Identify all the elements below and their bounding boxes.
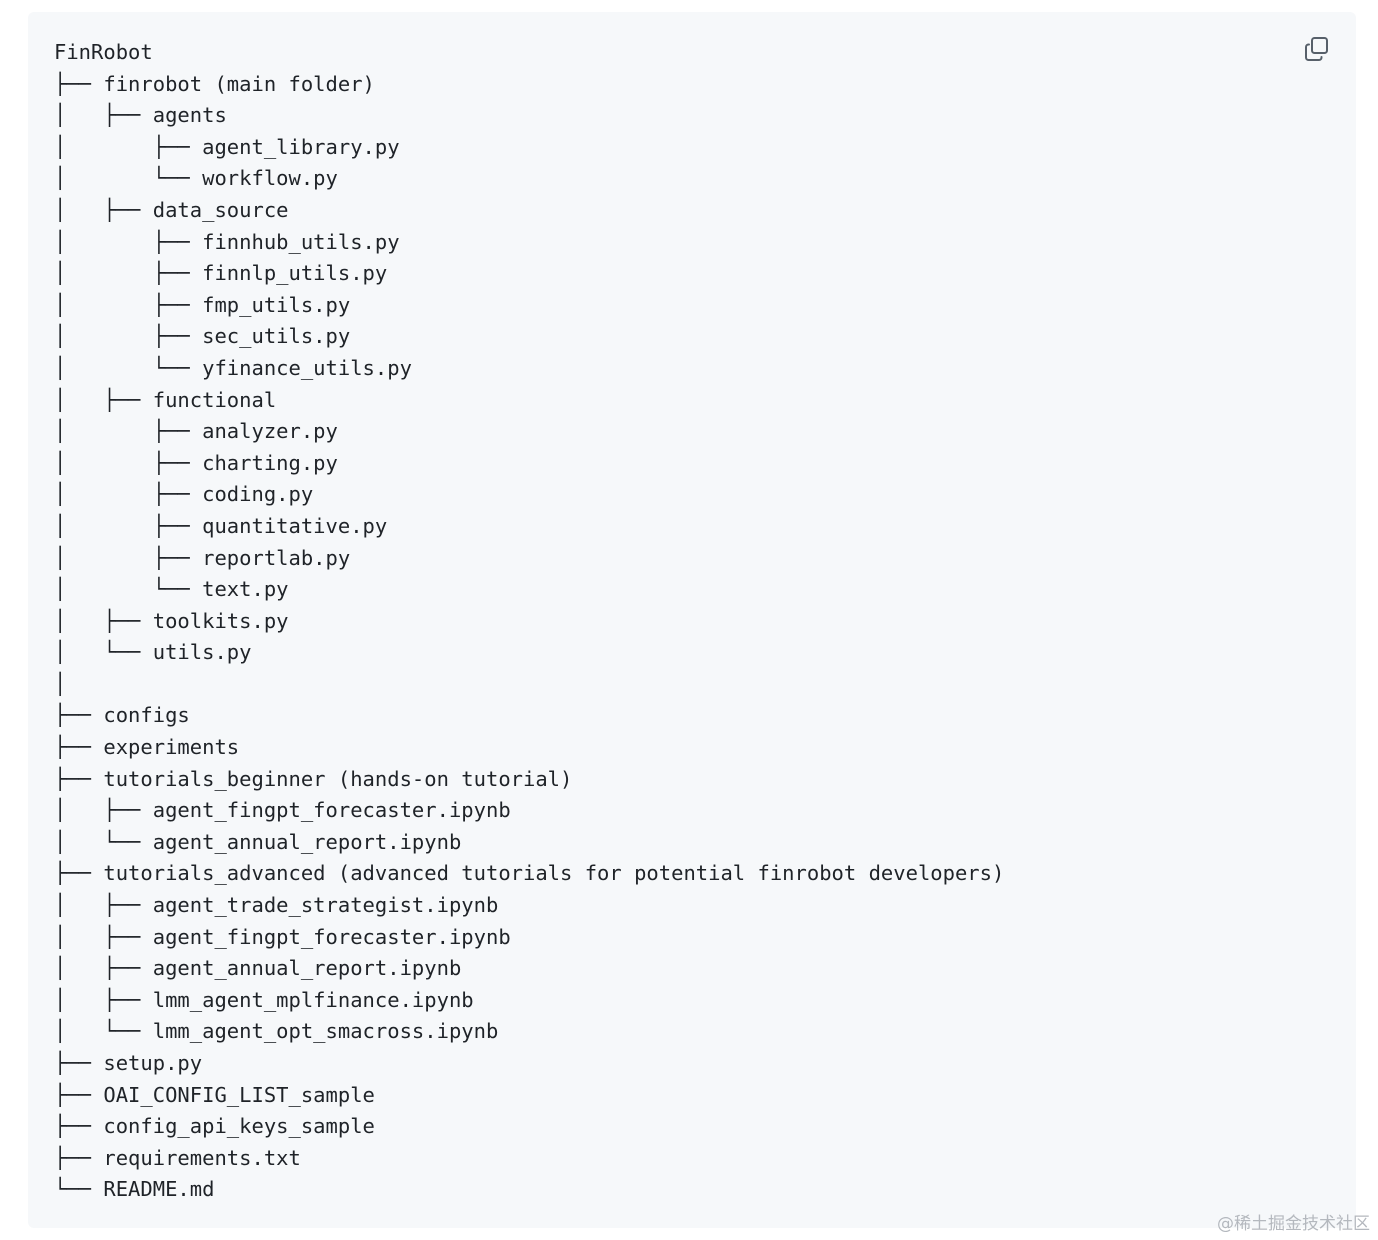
tree-line: FinRobot — [54, 40, 153, 64]
tree-line: │ ├── fmp_utils.py — [54, 292, 351, 317]
tree-line: │ ├── charting.py — [54, 450, 338, 475]
watermark: @稀土掘金技术社区 — [1217, 1214, 1370, 1234]
tree-line: │ └── agent_annual_report.ipynb — [54, 829, 462, 854]
tree-line: │ ├── coding.py — [54, 482, 314, 507]
tree-line: │ ├── agents — [54, 103, 227, 128]
tree-line: ├── OAI_CONFIG_LIST_sample — [54, 1082, 375, 1107]
tree-line: ├── experiments — [54, 735, 240, 760]
tree-line: │ ├── analyzer.py — [54, 419, 338, 444]
tree-line: │ ├── finnlp_utils.py — [54, 261, 388, 286]
tree-line: │ ├── agent_trade_strategist.ipynb — [54, 893, 499, 918]
tree-line: ├── requirements.txt — [54, 1145, 301, 1170]
tree-line: │ ├── sec_utils.py — [54, 324, 351, 349]
tree-line: │ └── lmm_agent_opt_smacross.ipynb — [54, 1019, 499, 1044]
directory-tree: FinRobot ├── finrobot (main folder) │ ├── … — [54, 37, 1004, 1206]
tree-line: │ ├── agent_fingpt_forecaster.ipynb — [54, 798, 511, 823]
tree-line: │ ├── data_source — [54, 197, 289, 222]
tree-line: └── README.md — [54, 1177, 215, 1202]
tree-line: │ ├── finnhub_utils.py — [54, 229, 400, 254]
copy-icon — [1305, 37, 1328, 61]
tree-line: │ └── workflow.py — [54, 166, 338, 191]
tree-line: ├── configs — [54, 703, 190, 728]
tree-line: │ ├── reportlab.py — [54, 545, 351, 570]
code-panel: FinRobot ├── finrobot (main folder) │ ├── … — [28, 12, 1356, 1228]
tree-line: │ ├── quantitative.py — [54, 513, 388, 538]
tree-line: │ ├── agent_library.py — [54, 134, 400, 159]
tree-line: │ ├── lmm_agent_mplfinance.ipynb — [54, 987, 474, 1012]
tree-line: ├── tutorials_beginner (hands-on tutoria… — [54, 766, 573, 791]
tree-line: ├── finrobot (main folder) — [54, 71, 375, 96]
tree-line: │ ├── toolkits.py — [54, 608, 289, 633]
tree-line: ├── setup.py — [54, 1051, 203, 1075]
tree-line: │ └── text.py — [54, 577, 289, 602]
tree-line: │ ├── agent_annual_report.ipynb — [54, 956, 462, 981]
tree-line: │ └── yfinance_utils.py — [54, 355, 412, 380]
tree-line: │ ├── functional — [54, 387, 277, 412]
tree-line: │ ├── agent_fingpt_forecaster.ipynb — [54, 924, 511, 949]
tree-line: ├── tutorials_advanced (advanced tutoria… — [54, 861, 1005, 886]
tree-line: │ └── utils.py — [54, 640, 252, 665]
copy-button[interactable] — [1298, 30, 1336, 68]
tree-line: │ — [54, 671, 67, 696]
tree-line: ├── config_api_keys_sample — [54, 1114, 375, 1139]
